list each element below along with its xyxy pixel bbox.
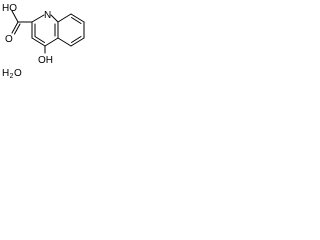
- carboxylic-acid-group: [11, 10, 33, 35]
- c-o-double-bond: [11, 21, 19, 34]
- chemical-structure-diagram: HO O N OH H 2 O: [2, 3, 85, 80]
- benzene-ring: [57, 13, 85, 47]
- hydroxyl-label: OH: [38, 55, 53, 66]
- ring-bond: [50, 14, 59, 23]
- water-o-label: O: [14, 68, 22, 79]
- ring-bond: [70, 13, 85, 23]
- carboxyl-ho-label: HO: [2, 3, 17, 14]
- c-oh-bond: [11, 10, 19, 23]
- c-o-double-bond-inner: [14, 23, 21, 35]
- ring-bond: [44, 37, 59, 47]
- ring-bond: [70, 37, 85, 47]
- ring-double-bond-inner: [34, 36, 45, 43]
- ring-bond: [57, 37, 72, 47]
- ring-double-bond-inner: [71, 17, 82, 24]
- ring-double-bond-inner: [71, 36, 82, 43]
- ring-nitrogen-label: N: [44, 10, 51, 21]
- heterocyclic-ring: [31, 14, 59, 47]
- water-h-label: H: [2, 68, 9, 79]
- ring-bond: [31, 14, 45, 23]
- water-subscript-label: 2: [10, 73, 14, 80]
- ring-bond: [57, 13, 72, 23]
- carbonyl-o-label: O: [5, 34, 13, 45]
- ring-bond: [31, 37, 46, 47]
- water-formula: H 2 O: [2, 68, 22, 80]
